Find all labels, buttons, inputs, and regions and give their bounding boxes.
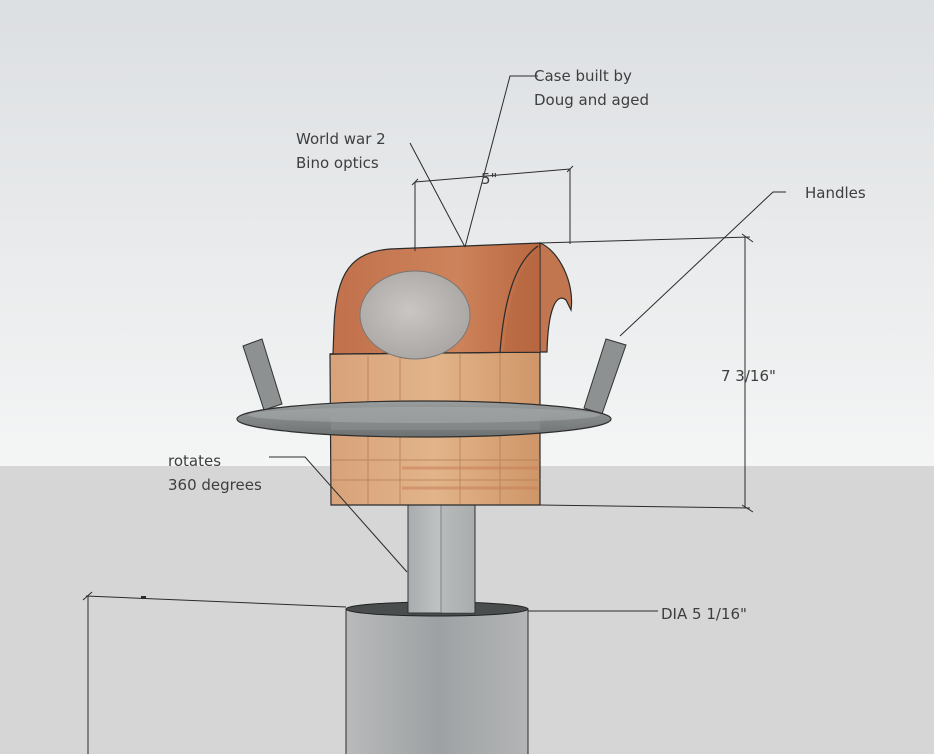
- dimension-height-text: 7 3/16": [721, 367, 776, 385]
- dimension-width-lines: [411, 165, 574, 251]
- pedestal-post: [345, 601, 529, 754]
- leader-lines: [269, 75, 786, 573]
- case-annotation-line2: Doug and aged: [534, 91, 649, 109]
- optics-annotation: World war 2 Bino optics: [296, 127, 386, 175]
- dimension-diameter-text: DIA 5 1/16": [661, 605, 747, 623]
- diameter-dim-marker: [141, 596, 146, 599]
- case-annotation-line1: Case built by: [534, 67, 632, 85]
- bino-optic-lens: [359, 270, 471, 360]
- dimension-height-label: 7 3/16": [721, 364, 776, 388]
- dimension-width-label: 5": [481, 167, 497, 191]
- case-annotation: Case built by Doug and aged: [534, 64, 649, 112]
- optics-annotation-line1: World war 2: [296, 130, 386, 148]
- dimension-diameter-label: DIA 5 1/16": [661, 602, 747, 626]
- dimension-diameter-lines: [82, 591, 658, 754]
- ring-handle: [236, 400, 612, 438]
- rotating-pole: [407, 504, 476, 614]
- optics-annotation-line2: Bino optics: [296, 154, 379, 172]
- handle-left: [242, 338, 283, 411]
- dimension-height-lines: [539, 233, 754, 513]
- dimension-width-text: 5": [481, 170, 498, 188]
- handles-annotation: Handles: [805, 181, 866, 205]
- handles-annotation-text: Handles: [805, 184, 866, 202]
- rotates-annotation-line2: 360 degrees: [168, 476, 262, 494]
- rotates-annotation-line1: rotates: [168, 452, 222, 470]
- rotates-annotation: rotates 360 degrees: [168, 449, 262, 497]
